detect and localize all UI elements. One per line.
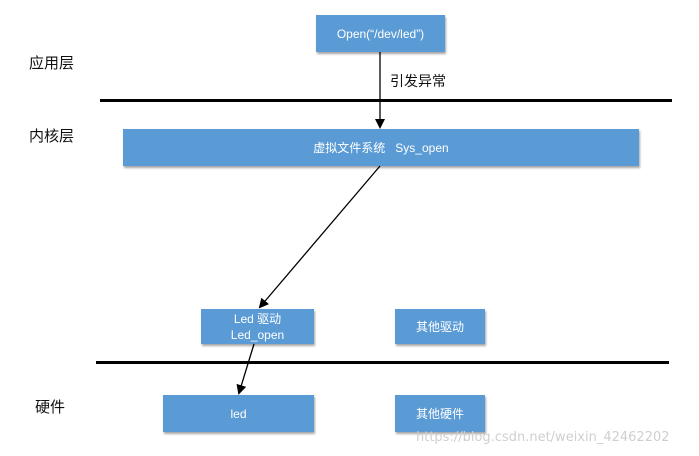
- kernel-layer-label: 内核层: [29, 127, 75, 145]
- trigger-exception-label: 引发异常: [390, 74, 446, 90]
- app-layer-label: 应用层: [29, 54, 75, 72]
- other-drivers-label: 其他驱动: [415, 319, 464, 334]
- other-drivers-box: 其他驱动: [395, 309, 485, 344]
- other-hardware-label: 其他硬件: [415, 406, 464, 421]
- led-driver-label-line2: Led_open: [230, 327, 285, 342]
- led-hardware-label: led: [230, 406, 247, 421]
- hardware-layer-label: 硬件: [35, 398, 66, 416]
- led-driver-label-line1: Led 驱动: [233, 311, 282, 326]
- app-kernel-divider: [100, 99, 672, 102]
- arrow-vfs-to-led-driver: [258, 165, 381, 309]
- vfs-box: 虚拟文件系统 Sys_open: [123, 129, 639, 166]
- led-driver-box: Led 驱动 Led_open: [201, 309, 314, 344]
- other-hardware-box: 其他硬件: [395, 395, 485, 432]
- open-call-box: Open(“/dev/led”): [316, 15, 445, 52]
- vfs-label: 虚拟文件系统 Sys_open: [313, 140, 449, 155]
- kernel-hardware-divider: [96, 361, 669, 364]
- led-hardware-box: led: [163, 395, 314, 432]
- watermark-text: https://blog.csdn.net/weixin_42462202: [416, 430, 670, 445]
- open-call-label: Open(“/dev/led”): [336, 26, 425, 41]
- arrow-led-driver-to-led: [236, 343, 255, 395]
